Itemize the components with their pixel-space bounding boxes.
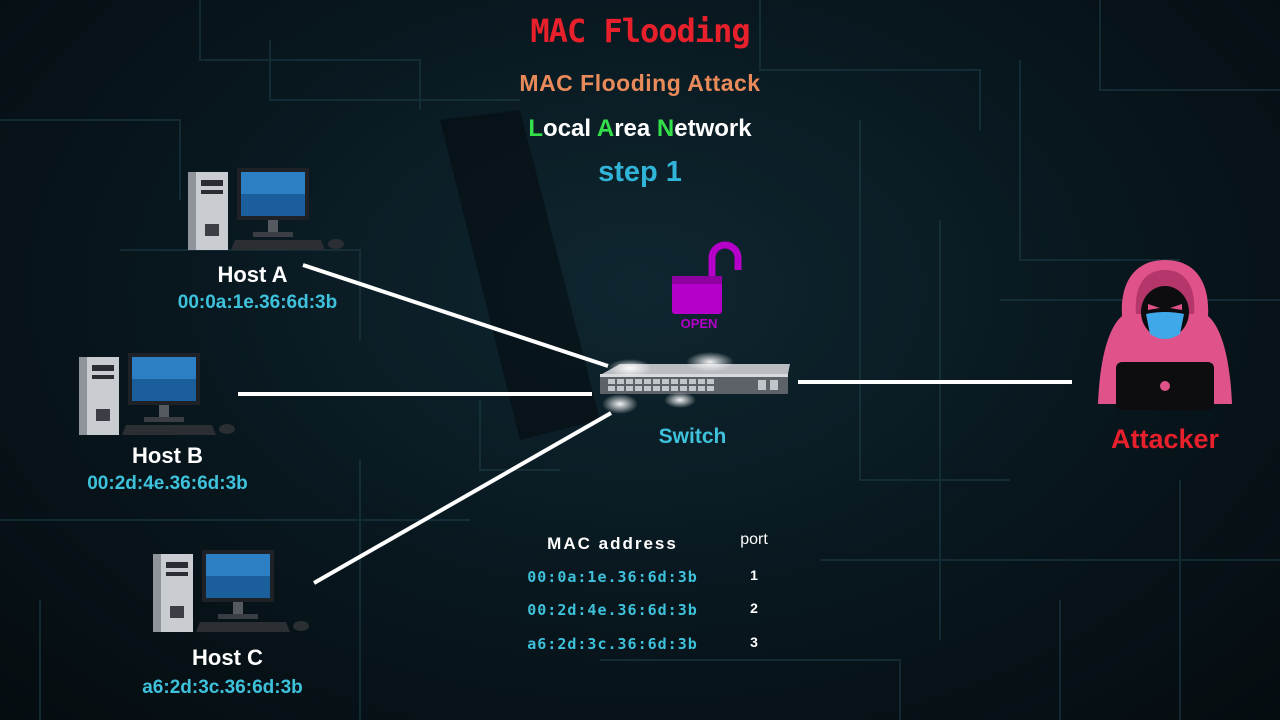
desktop-computer-icon [153, 550, 309, 632]
mac-table-cell-mac: 00:2d:4e.36:6d:3b [527, 601, 698, 619]
link-host-c [313, 411, 612, 585]
attacker-label: Attacker [1110, 424, 1220, 454]
mac-table-cell-mac: a6:2d:3c.36:6d:3b [527, 635, 698, 653]
mac-table-header-port: port [740, 531, 768, 548]
mac-table-cell-port: 1 [750, 567, 758, 583]
host-c-mac: a6:2d:3c.36:6d:3b [142, 677, 303, 698]
subtitle: MAC Flooding Attack [519, 70, 761, 96]
open-padlock-icon [672, 241, 742, 314]
hooded-hacker-icon [1098, 260, 1232, 410]
mac-table-header-mac: MAC address [547, 534, 678, 553]
desktop-computer-icon [188, 168, 344, 250]
host-a-mac: 00:0a:1e.36:6d:3b [177, 292, 338, 313]
mac-table-cell-mac: 00:0a:1e.36:6d:3b [527, 568, 698, 586]
lan-heading: Local Area Network [528, 115, 752, 142]
host-a-name: Host A [217, 262, 288, 287]
host-b-name: Host B [132, 443, 203, 468]
page-title: MAC Flooding [530, 12, 750, 50]
step-label: step 1 [598, 156, 682, 188]
mac-table-cell-port: 2 [750, 600, 758, 616]
host-b-mac: 00:2d:4e.36:6d:3b [87, 473, 248, 494]
mac-table-cell-port: 3 [750, 634, 758, 650]
switch-label: Switch [658, 425, 727, 448]
host-c-name: Host C [192, 645, 263, 670]
network-switch-icon [600, 352, 790, 414]
desktop-computer-icon [79, 353, 235, 435]
link-host-a [302, 263, 609, 368]
lock-state-label: OPEN [680, 316, 718, 331]
